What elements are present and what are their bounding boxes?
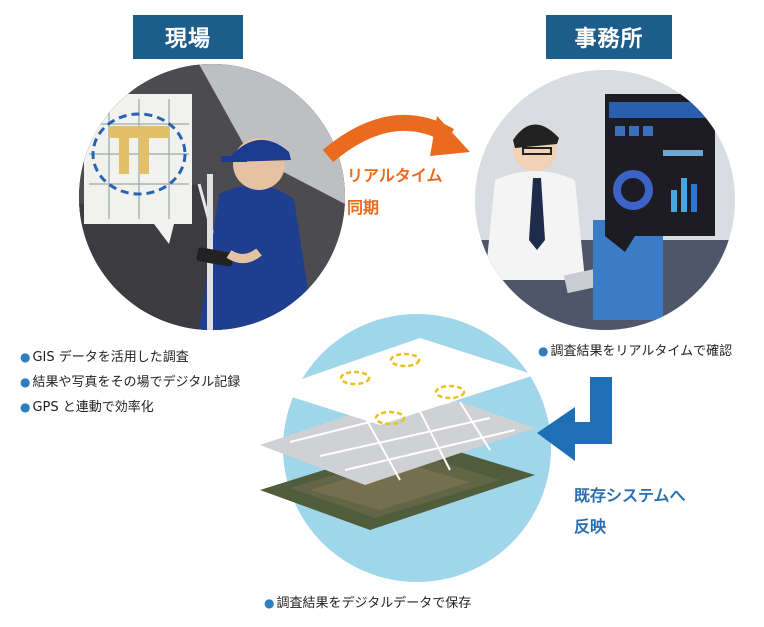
bullet-dot-icon: ●: [20, 400, 31, 414]
reflect-arrow-icon: [537, 377, 612, 461]
bullet-dot-icon: ●: [20, 375, 31, 389]
list-item: ●GIS データを活用した調査: [20, 350, 189, 365]
sync-label-2: 同期: [347, 198, 380, 217]
map-pin-icon: [339, 352, 466, 426]
person-icon: [196, 138, 314, 330]
sync-label-1: リアルタイム: [347, 166, 443, 185]
site-illustration: [79, 64, 345, 330]
site-bullet-list: ●GIS データを活用した調査 ●結果や写真をその場でデジタル記録 ●GPS と…: [20, 348, 240, 417]
bullet-dot-icon: ●: [264, 596, 275, 610]
site-circle: [79, 64, 345, 330]
layer-stack-illustration: [260, 338, 535, 530]
monitor-icon: [593, 94, 715, 320]
bullet-dot-icon: ●: [538, 344, 549, 358]
office-header-label: 事務所: [574, 27, 644, 52]
office-header: 事務所: [546, 15, 672, 59]
site-header: 現場: [133, 15, 243, 59]
map-callout: [84, 94, 192, 244]
office-circle: [475, 70, 735, 330]
site-header-label: 現場: [164, 27, 211, 52]
office-bullet: ●調査結果をリアルタイムで確認: [538, 344, 733, 359]
sync-arrow-icon: [322, 114, 470, 163]
list-item: ●結果や写真をその場でデジタル記録: [20, 375, 241, 390]
storage-bullet: ●調査結果をデジタルデータで保存: [264, 596, 472, 611]
reflect-label-1: 既存システムへ: [574, 486, 686, 505]
bullet-dot-icon: ●: [20, 350, 31, 364]
map-pin-icon: [91, 112, 187, 196]
office-illustration: [475, 70, 735, 330]
reflect-label-2: 反映: [574, 517, 607, 536]
list-item: ●GPS と連動で効率化: [20, 400, 154, 415]
